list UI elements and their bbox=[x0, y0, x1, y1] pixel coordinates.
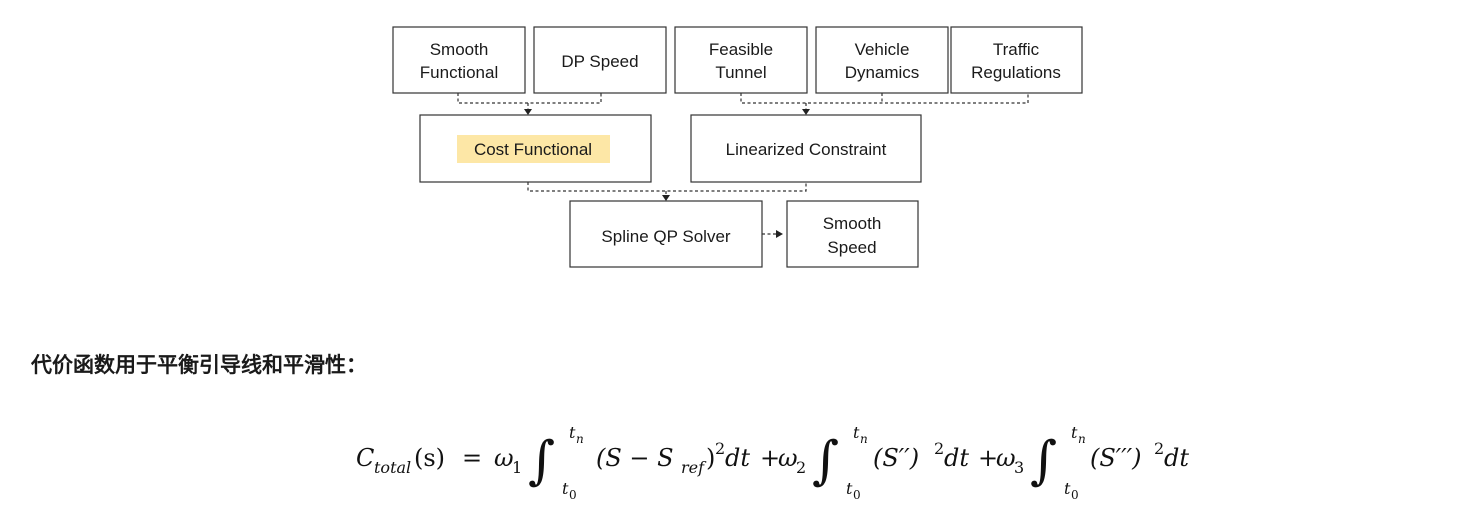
formula-term-1: ω 1 ∫ t n t 0 (S − S ref ) 2 dt bbox=[494, 423, 750, 502]
integral-sign: ∫ bbox=[528, 431, 555, 491]
formula-equals: = bbox=[462, 444, 482, 472]
lower-limit-sub: 0 bbox=[1071, 488, 1079, 502]
box-traffic-regulations: Traffic Regulations bbox=[950, 26, 1083, 94]
weight-omega: ω bbox=[778, 444, 798, 472]
plus-sign: + bbox=[760, 444, 780, 472]
power: 2 bbox=[715, 439, 725, 458]
weight-sub: 2 bbox=[796, 458, 806, 477]
box-spline-qp-solver-label: Spline QP Solver bbox=[601, 227, 730, 246]
box-linearized-constraint-label: Linearized Constraint bbox=[726, 140, 887, 159]
integrand: (S′′′) bbox=[1090, 444, 1142, 472]
integral-sign: ∫ bbox=[1030, 431, 1057, 491]
box-smooth-functional-line1: Smooth bbox=[430, 40, 489, 59]
box-smooth-functional-line2: Functional bbox=[420, 63, 498, 82]
plus-sign: + bbox=[978, 444, 998, 472]
integral-sign: ∫ bbox=[812, 431, 839, 491]
weight-sub: 1 bbox=[512, 458, 522, 477]
integrand-sub: ref bbox=[681, 458, 707, 477]
box-feasible-tunnel-line2: Tunnel bbox=[715, 63, 766, 82]
box-smooth-speed: Smooth Speed bbox=[786, 200, 919, 268]
weight-omega: ω bbox=[996, 444, 1016, 472]
box-smooth-speed-line1: Smooth bbox=[823, 214, 882, 233]
upper-limit-sub: n bbox=[576, 432, 584, 446]
lower-limit: t bbox=[562, 479, 569, 498]
flow-diagram: Smooth Functional DP Speed Feasible Tunn… bbox=[392, 26, 1083, 268]
connector-to-spline-qp-solver bbox=[527, 182, 807, 201]
box-dp-speed-label: DP Speed bbox=[561, 52, 638, 71]
box-traffic-regulations-line2: Regulations bbox=[971, 63, 1061, 82]
power: 2 bbox=[1154, 439, 1164, 458]
box-vehicle-dynamics-line2: Dynamics bbox=[845, 63, 920, 82]
upper-limit-sub: n bbox=[860, 432, 868, 446]
integrand: (S′′) bbox=[873, 444, 919, 472]
formula-term-3: + ω 3 ∫ t n t 0 (S′′′) 2 dt bbox=[978, 423, 1189, 502]
lower-limit-sub: 0 bbox=[569, 488, 577, 502]
box-dp-speed: DP Speed bbox=[533, 26, 667, 94]
lower-limit-sub: 0 bbox=[853, 488, 861, 502]
box-linearized-constraint: Linearized Constraint bbox=[690, 114, 922, 183]
box-smooth-functional: Smooth Functional bbox=[392, 26, 526, 94]
formula-lhs-arg: (s) bbox=[414, 444, 445, 472]
formula-term-2: + ω 2 ∫ t n t 0 (S′′) 2 dt bbox=[760, 423, 969, 502]
differential: dt bbox=[725, 444, 750, 472]
upper-limit-sub: n bbox=[1078, 432, 1086, 446]
box-feasible-tunnel-line1: Feasible bbox=[709, 40, 773, 59]
lower-limit: t bbox=[846, 479, 853, 498]
differential: dt bbox=[944, 444, 969, 472]
differential: dt bbox=[1164, 444, 1189, 472]
integrand: (S − S bbox=[596, 444, 674, 472]
box-smooth-speed-line2: Speed bbox=[827, 238, 876, 257]
box-cost-functional-label: Cost Functional bbox=[474, 140, 592, 159]
formula-lhs: C bbox=[356, 444, 374, 472]
box-vehicle-dynamics: Vehicle Dynamics bbox=[815, 26, 949, 94]
cost-functional-highlight bbox=[457, 135, 610, 163]
upper-limit: t bbox=[853, 423, 860, 442]
box-cost-functional: Cost Functional bbox=[419, 114, 652, 183]
weight-sub: 3 bbox=[1014, 458, 1024, 477]
box-spline-qp-solver: Spline QP Solver bbox=[569, 200, 763, 268]
upper-limit: t bbox=[569, 423, 576, 442]
box-traffic-regulations-line1: Traffic bbox=[993, 40, 1040, 59]
box-vehicle-dynamics-line1: Vehicle bbox=[855, 40, 910, 59]
cost-formula: C total (s) = ω 1 ∫ t n t 0 (S − S ref )… bbox=[356, 423, 1189, 502]
upper-limit: t bbox=[1071, 423, 1078, 442]
integrand-close: ) bbox=[706, 444, 715, 472]
box-feasible-tunnel: Feasible Tunnel bbox=[674, 26, 808, 94]
power: 2 bbox=[934, 439, 944, 458]
weight-omega: ω bbox=[494, 444, 514, 472]
section-caption: 代价函数用于平衡引导线和平滑性： bbox=[31, 353, 367, 377]
connector-to-smooth-speed bbox=[762, 230, 783, 238]
connector-to-linearized-constraint bbox=[740, 93, 1029, 115]
connector-to-cost-functional bbox=[457, 93, 602, 115]
lower-limit: t bbox=[1064, 479, 1071, 498]
formula-lhs-sub: total bbox=[374, 458, 411, 477]
